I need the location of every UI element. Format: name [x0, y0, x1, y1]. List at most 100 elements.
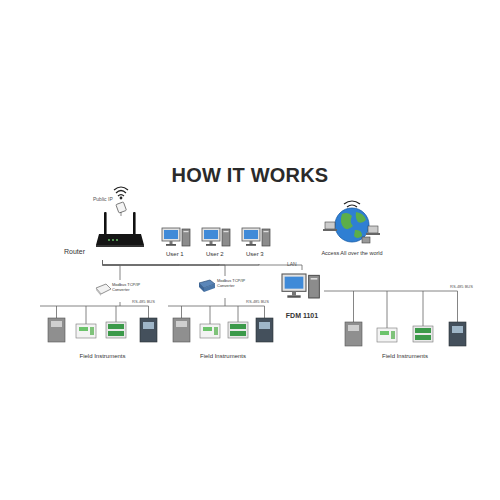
meter-terminal: [214, 327, 218, 335]
user-icon: [162, 226, 192, 248]
screen: [244, 230, 258, 239]
continent: [354, 230, 362, 238]
instrument-display: [348, 325, 359, 331]
bus-label: RS-485 BUS: [246, 300, 269, 304]
led: [108, 239, 110, 241]
wifi-symbol: [114, 187, 128, 199]
wifi-arc: [344, 201, 360, 204]
controller-display: [259, 322, 270, 329]
laptop-base: [366, 233, 380, 235]
bus-label: RS-485 BUS: [450, 285, 473, 289]
instrument-display: [176, 321, 187, 327]
node-label: Field Instruments: [168, 353, 278, 360]
node-label: Router: [64, 248, 96, 256]
terminal-strip: [230, 331, 246, 336]
network-wire: [103, 260, 260, 265]
drop-wire: [148, 306, 149, 318]
node-label: Modbus TCP/IP Converter: [217, 279, 253, 288]
rs485-bus-line: [168, 306, 265, 307]
converter-side: [199, 283, 204, 292]
pc-tower: [182, 229, 190, 246]
monitor-base: [287, 295, 300, 297]
field-instrument-group: Field Instruments: [335, 290, 475, 365]
controller-display: [143, 322, 154, 329]
instrument-panel: [173, 318, 190, 342]
drop-wire: [210, 306, 211, 324]
monitor: [202, 228, 220, 241]
network-wire: [103, 260, 303, 270]
terminal-strip: [108, 324, 124, 329]
pc-tower: [309, 275, 320, 298]
controller-unit: [256, 318, 273, 342]
user-icon: [242, 226, 272, 248]
controller-unit: [449, 322, 466, 346]
internet-globe-node: Access All over the world: [312, 198, 392, 262]
drop-wire: [423, 291, 424, 326]
node-label: User 1: [166, 251, 198, 258]
drive-slot: [224, 231, 229, 232]
bus-label: RS-485 BUS: [132, 300, 155, 304]
drive-slot: [311, 278, 318, 280]
terminal-strip: [108, 331, 124, 336]
terminal-strip: [415, 335, 431, 340]
terminal-strip: [230, 324, 246, 329]
node-label: User 3: [246, 251, 278, 258]
drop-wire: [56, 306, 57, 318]
drive-slot: [264, 231, 269, 232]
conv2-icon: [198, 279, 216, 293]
user-pc-node: User 2: [200, 226, 238, 264]
antenna: [133, 212, 136, 236]
screen: [204, 230, 218, 239]
io-module: [413, 326, 433, 342]
instrument-display: [51, 321, 62, 327]
laptop-screen: [325, 222, 335, 229]
ip-tag-card: [116, 202, 127, 213]
antenna: [104, 212, 107, 236]
monitor: [282, 274, 306, 291]
monitor: [242, 228, 260, 241]
network-label: LAN: [287, 262, 297, 268]
energy-meter: [377, 328, 397, 342]
meter-display: [79, 327, 88, 331]
meter-terminal: [90, 327, 94, 335]
ip-label: Public IP: [93, 197, 113, 203]
terminal-strip: [415, 328, 431, 333]
router-icon: [95, 212, 145, 252]
node-label: Field Instruments: [40, 353, 165, 360]
user-icon: [202, 226, 232, 248]
laptop-screen: [368, 226, 378, 233]
converter-node: Modbus TCP/IP Converter: [196, 276, 254, 298]
router-node: Router: [60, 210, 145, 260]
screen: [164, 230, 178, 239]
monitor-stand: [250, 241, 253, 244]
globe: [335, 208, 369, 242]
router-body: [96, 234, 144, 245]
wifi-arc: [347, 205, 357, 207]
monitor-base: [206, 244, 216, 246]
pc-tower: [222, 229, 230, 246]
pc-tower: [262, 229, 270, 246]
fdm-computer-node: FDM 1101: [280, 270, 324, 324]
node-label: User 2: [206, 251, 238, 258]
drop-wire: [353, 291, 354, 322]
instrument-panel: [48, 318, 65, 342]
node-label: FDM 1101: [280, 312, 324, 320]
converter-front: [204, 284, 215, 292]
pc-tower: [362, 237, 370, 243]
wifi-arc: [118, 195, 124, 197]
continent: [356, 212, 366, 223]
meter-terminal: [391, 331, 395, 339]
network-wire: [103, 260, 121, 280]
router-base: [96, 245, 144, 247]
node-label: Modbus TCP/IP Converter: [112, 283, 148, 292]
drop-wire: [457, 291, 458, 322]
conv1-icon: [94, 283, 112, 297]
user-pc-node: User 3: [240, 226, 278, 264]
meter-display: [380, 331, 389, 335]
converter-node: Modbus TCP/IP Converter: [92, 280, 148, 302]
drop-wire: [264, 306, 265, 318]
globe-icon: [322, 198, 382, 246]
monitor-base: [166, 244, 176, 246]
node-label: Access All over the world: [312, 250, 392, 256]
